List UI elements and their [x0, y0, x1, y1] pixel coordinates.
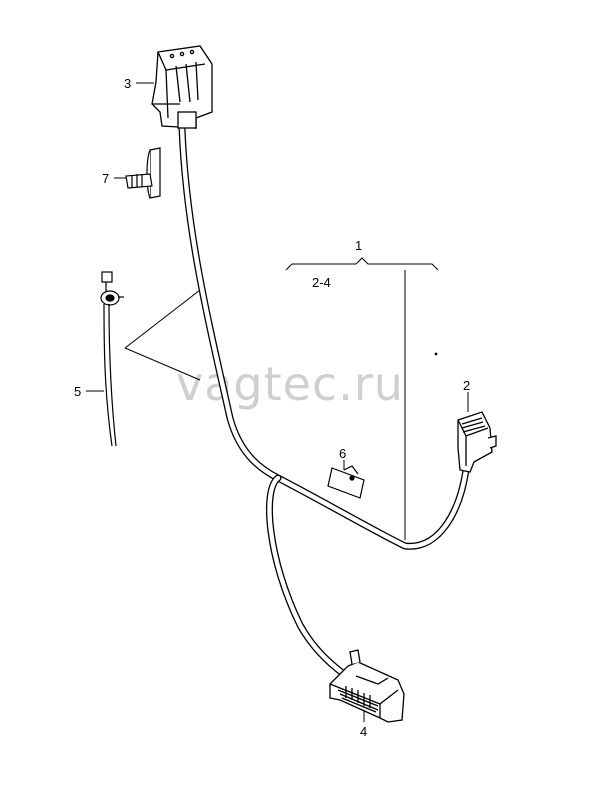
connector-3: [151, 45, 213, 129]
callout-2-4: 2-4: [312, 275, 331, 290]
harness-cable: [178, 124, 470, 684]
callout-7: 7: [102, 171, 109, 186]
callout-2: 2: [463, 378, 470, 393]
clip-6: [327, 465, 365, 499]
watermark: vagtec.ru: [176, 357, 404, 411]
cable-tie-5: [100, 271, 124, 447]
callout-1: 1: [355, 238, 362, 253]
callout-6: 6: [339, 446, 346, 461]
callout-5: 5: [74, 384, 81, 399]
callout-4: 4: [360, 724, 367, 739]
bracket-7: [125, 147, 161, 199]
dimension-lines: [124, 289, 201, 381]
connector-4: [329, 649, 405, 723]
callout-3: 3: [124, 76, 131, 91]
connector-2: [457, 411, 497, 473]
group-bracket-1: [285, 257, 439, 540]
leader-lines: [86, 82, 469, 722]
